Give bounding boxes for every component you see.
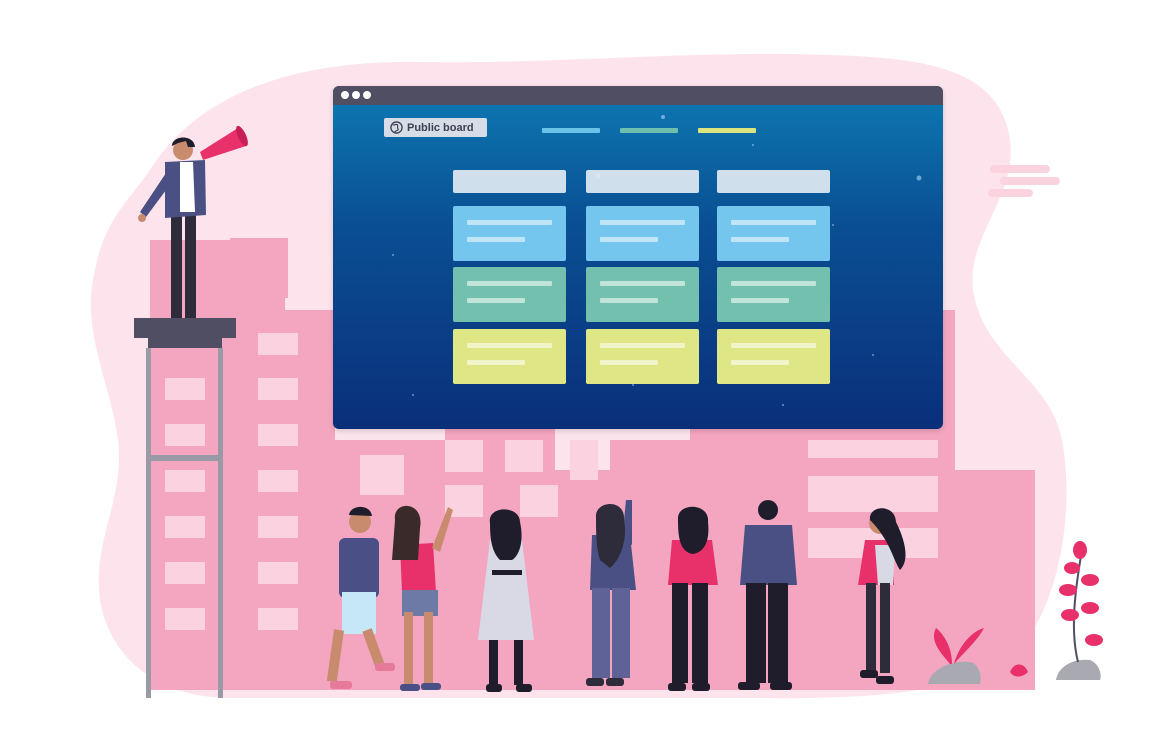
plants: [928, 541, 1103, 684]
window-dot-icon: [363, 91, 371, 99]
nav-bar-blue[interactable]: [542, 128, 600, 133]
column-header[interactable]: [453, 170, 566, 193]
board-card[interactable]: [717, 329, 830, 384]
crowd: [326, 500, 906, 692]
nav-bar-yellow[interactable]: [698, 128, 756, 133]
board-card[interactable]: [453, 329, 566, 384]
column-header[interactable]: [586, 170, 699, 193]
board-card[interactable]: [586, 329, 699, 384]
board-card[interactable]: [717, 206, 830, 261]
megaphone-person: [138, 125, 248, 318]
public-board-badge[interactable]: Public board: [384, 118, 487, 137]
board-card[interactable]: [586, 267, 699, 322]
board-card[interactable]: [453, 267, 566, 322]
board-card[interactable]: [586, 206, 699, 261]
nav-bar-green[interactable]: [620, 128, 678, 133]
globe-icon: [390, 121, 403, 134]
window-dot-icon: [341, 91, 349, 99]
board-card[interactable]: [453, 206, 566, 261]
column-header[interactable]: [717, 170, 830, 193]
browser-window: Public board: [333, 86, 943, 429]
board-card[interactable]: [717, 267, 830, 322]
window-titlebar: [333, 86, 943, 105]
lookout-stand: [134, 318, 236, 698]
public-board-label: Public board: [407, 121, 474, 134]
window-dot-icon: [352, 91, 360, 99]
